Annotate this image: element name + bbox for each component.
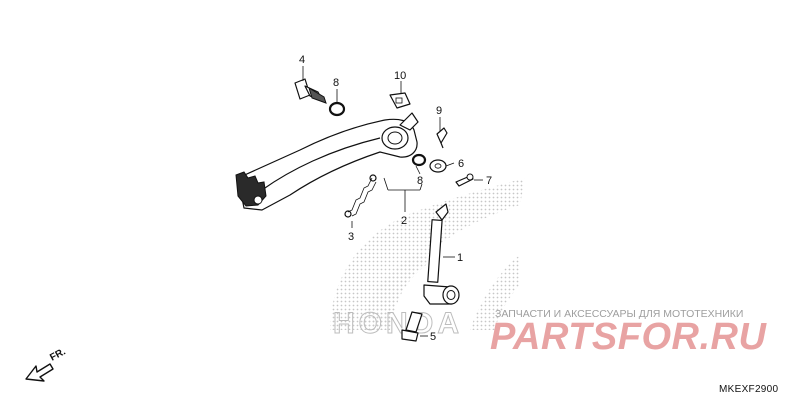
- diagram-code: MKEXF2900: [719, 384, 779, 395]
- callout-5: 5: [430, 331, 436, 343]
- joint-bolt: [401, 311, 423, 342]
- callout-10: 10: [394, 70, 406, 82]
- return-spring: [344, 174, 377, 218]
- leader-lines: [302, 66, 483, 337]
- washer: [429, 159, 447, 173]
- front-arrow-icon: [25, 363, 54, 382]
- cotter-pin: [436, 127, 448, 149]
- watermark-tagline: ЗАПЧАСТИ И АКСЕССУАРЫ ДЛЯ МОТОТЕХНИКИ: [495, 308, 743, 320]
- callout-9: 9: [436, 105, 442, 117]
- honda-brand-watermark: HONDA: [333, 307, 463, 340]
- front-label: FR.: [48, 346, 68, 363]
- brake-pedal-arm: [235, 112, 419, 211]
- clevis-pin: [455, 173, 474, 187]
- plate-clip: [389, 92, 411, 109]
- brake-joint-rod: [423, 203, 460, 305]
- front-direction-indicator: FR.: [25, 346, 68, 382]
- o-ring-upper: [328, 101, 346, 117]
- callout-7: 7: [486, 175, 492, 187]
- callout-8-lower: 8: [417, 175, 423, 187]
- pivot-bolt: [294, 78, 327, 104]
- callout-4: 4: [299, 54, 305, 66]
- callout-labels: 1 2 3 4 5 6 7 8 8 9 10: [299, 54, 492, 343]
- callout-3: 3: [348, 231, 354, 243]
- callout-1: 1: [457, 252, 463, 264]
- callout-6: 6: [458, 158, 464, 170]
- callout-2: 2: [401, 215, 407, 227]
- watermark-site: PARTSFOR.RU: [490, 316, 767, 358]
- honda-wing-watermark: [330, 178, 525, 330]
- callout-8-upper: 8: [333, 77, 339, 89]
- o-ring-lower: [411, 153, 427, 167]
